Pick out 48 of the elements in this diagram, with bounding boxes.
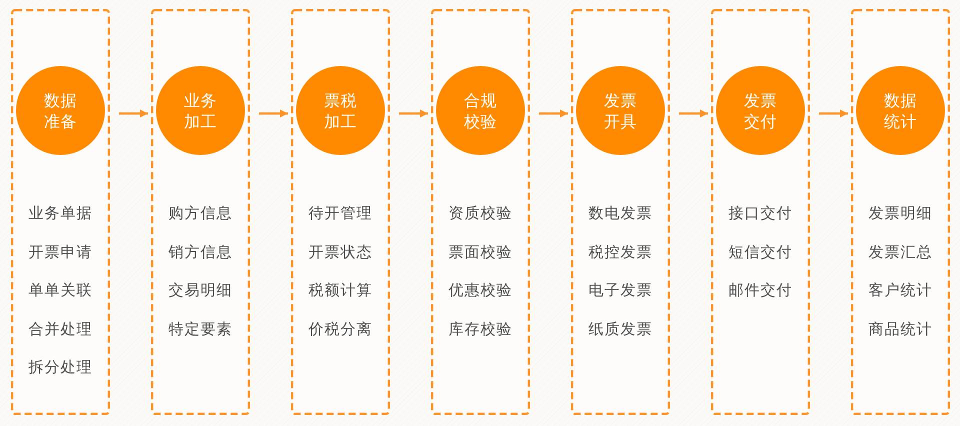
step-item: 待开管理 xyxy=(308,203,372,223)
arrow xyxy=(259,110,288,118)
arrow xyxy=(819,110,848,118)
arrow xyxy=(539,110,568,118)
step-item: 资质校验 xyxy=(448,203,512,223)
step-item: 开票状态 xyxy=(308,242,372,262)
step-item: 优惠校验 xyxy=(448,280,512,300)
step-item: 短信交付 xyxy=(728,242,792,262)
step-item: 单单关联 xyxy=(28,280,92,300)
dashed-panel xyxy=(571,9,670,415)
step-item: 库存校验 xyxy=(448,318,512,338)
dashed-panel xyxy=(291,9,390,415)
step-item: 税额计算 xyxy=(308,280,372,300)
step-item: 合并处理 xyxy=(28,318,92,338)
step-item: 接口交付 xyxy=(728,203,792,223)
dashed-panel xyxy=(151,9,250,415)
dashed-panel xyxy=(711,9,810,415)
step-item: 客户统计 xyxy=(868,280,932,300)
step-item: 发票汇总 xyxy=(868,242,932,262)
stage-title: 发票开具 xyxy=(602,90,638,132)
step-item: 票面校验 xyxy=(448,242,512,262)
step-item: 特定要素 xyxy=(168,318,232,338)
stage-title: 发票交付 xyxy=(742,90,778,132)
step-item: 销方信息 xyxy=(168,242,232,262)
stage-title: 业务加工 xyxy=(182,90,218,132)
step-item: 交易明细 xyxy=(168,280,232,300)
stage-title: 票税加工 xyxy=(322,90,358,132)
step-item: 商品统计 xyxy=(868,318,932,338)
step-item: 电子发票 xyxy=(588,280,652,300)
step-item: 邮件交付 xyxy=(728,280,792,300)
step-item: 数电发票 xyxy=(588,203,652,223)
dashed-panel xyxy=(851,9,950,415)
stage-title: 数据准备 xyxy=(42,90,78,132)
step-item: 税控发票 xyxy=(588,242,652,262)
arrow xyxy=(119,110,148,118)
dashed-panel xyxy=(11,9,110,415)
step-item: 业务单据 xyxy=(28,203,92,223)
arrow xyxy=(399,110,428,118)
dashed-panel xyxy=(431,9,530,415)
arrow xyxy=(679,110,708,118)
step-item: 购方信息 xyxy=(168,203,232,223)
stage-title: 数据统计 xyxy=(882,90,918,132)
step-item: 纸质发票 xyxy=(588,318,652,338)
step-item: 发票明细 xyxy=(868,203,932,223)
step-item: 价税分离 xyxy=(308,318,372,338)
step-item: 开票申请 xyxy=(28,242,92,262)
stage-title: 合规校验 xyxy=(462,90,498,132)
step-item: 拆分处理 xyxy=(28,357,92,377)
